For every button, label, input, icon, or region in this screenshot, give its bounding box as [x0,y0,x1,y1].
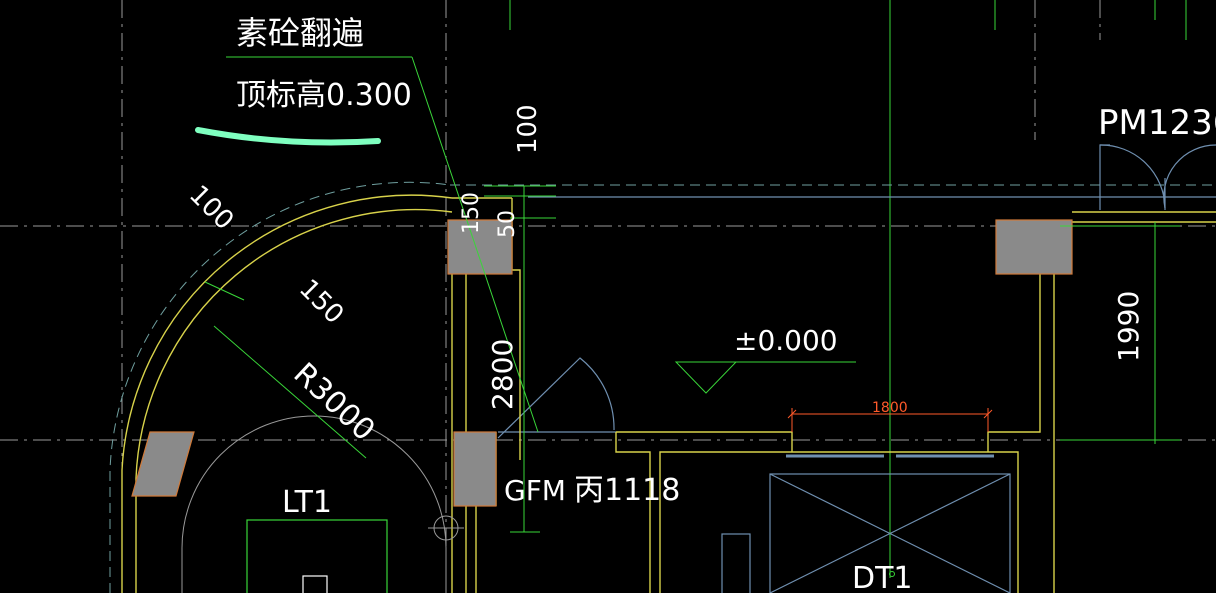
dashed-arc [109,181,451,593]
stair-box [246,519,388,593]
dim-label-1800: 1800 [872,400,908,416]
stair-lt1 [181,415,464,593]
annotation-line-1: 素砼翻遍 [236,14,364,52]
column-1 [447,219,513,275]
elevator-shaft [769,473,1011,593]
wall-right [512,269,521,460]
columns [131,219,1073,507]
dim-1800 [787,408,993,432]
column-2 [995,219,1073,275]
annotation-line-2: 顶标高0.300 [236,78,412,113]
elevator-label: DT1 [852,561,913,593]
dim-arc-tick [204,281,245,301]
door-label-pm: PM1236 [1098,103,1216,143]
green-guides [509,0,1187,578]
wall-shaft-inner [659,451,1019,593]
wall-shaft-left [615,432,651,593]
door-label-gfm: GFM [504,474,566,507]
radius-line [213,325,367,459]
dim-label-2800: 2800 [486,339,519,410]
wall-arc-inner [135,208,453,593]
door-swing-arc-2 [1163,144,1216,209]
dim-label-150-col: 150 [459,192,484,234]
door-label-fire: 丙1118 [574,473,680,508]
column-3 [453,431,497,507]
column-4 [131,431,195,497]
elevator-diagonal [769,473,1011,593]
dim-label-50-col: 50 [495,210,520,238]
dim-1800-tick [787,409,797,419]
level-label: ±0.000 [734,324,838,357]
elevator-control [721,533,751,593]
wall-right-col [987,274,1041,452]
dim-label-100-top: 100 [513,104,543,154]
stair-post [302,575,328,593]
dim-1800-tick [983,409,993,419]
wall-arc-outer [121,194,453,593]
level-triangle [674,361,738,394]
blue-lines [497,144,1216,593]
stair-rect [246,519,388,593]
stair-arc [181,415,447,593]
stair-label: LT1 [282,485,332,520]
walls [121,194,1216,593]
dimensions [204,56,1180,577]
annotation-leader [411,56,539,433]
dt-marker [889,571,895,577]
dim-label-1990: 1990 [1112,291,1145,362]
outer-dashed-edge [109,181,1216,593]
highlight-stroke [195,127,381,146]
gfm-door-swing [497,357,615,439]
